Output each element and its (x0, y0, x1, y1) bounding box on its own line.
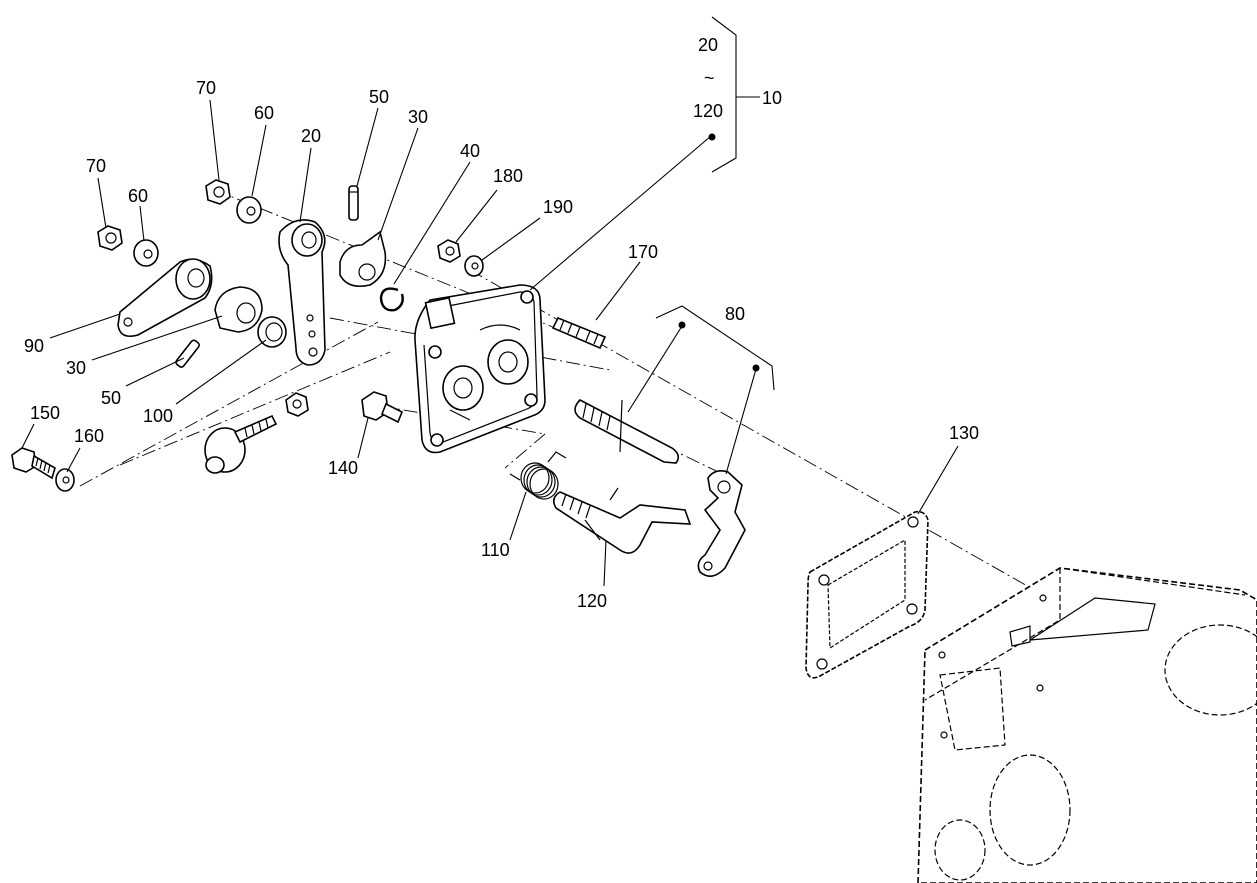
nut-180 (437, 239, 461, 263)
bracket-80 (655, 305, 775, 391)
label-bolt-150: 150 (30, 403, 60, 423)
nut-center (285, 392, 309, 417)
label-assembly: 10 (762, 88, 782, 108)
label-range-bottom: 120 (693, 101, 723, 121)
nut-70-upper (205, 179, 231, 205)
label-lever-90: 90 (24, 336, 44, 356)
label-snap-ring-40: 40 (460, 141, 480, 161)
washer-190 (464, 255, 484, 277)
label-shaft-120: 120 (577, 591, 607, 611)
shaft-120 (552, 487, 692, 554)
label-range-tilde: ~ (704, 68, 715, 88)
label-pin-50-upper: 50 (369, 87, 389, 107)
stop-screw (204, 414, 278, 474)
lever-90 (117, 258, 213, 338)
pin-50-upper (348, 185, 359, 221)
spring-110 (509, 451, 567, 500)
label-washer-160: 160 (74, 426, 104, 446)
engine-block (917, 567, 1257, 883)
label-lever-20: 20 (301, 126, 321, 146)
label-nut-70-left: 70 (86, 156, 106, 176)
shaft-upper (574, 399, 680, 464)
label-washer-60-upper: 60 (254, 103, 274, 123)
label-gasket-130: 130 (949, 423, 979, 443)
bracket-10 (711, 16, 760, 173)
cam-30-upper (339, 230, 387, 288)
dot-marker (708, 133, 716, 141)
label-stud-170: 170 (628, 242, 658, 262)
bolt-150 (11, 447, 56, 480)
dot-marker (678, 321, 686, 329)
leader-lines (21, 99, 959, 587)
label-spring-110: 110 (481, 540, 510, 560)
label-nut-70-upper: 70 (196, 78, 216, 98)
cover-housing (414, 284, 546, 454)
link-plate (697, 470, 746, 577)
label-pin-50-lower: 50 (101, 388, 121, 408)
label-washer-190: 190 (543, 197, 573, 217)
gasket-130 (805, 510, 929, 679)
washer-60-left (133, 239, 159, 267)
callout-labels: 20 ~ 120 10 70 60 70 60 20 50 30 40 180 … (24, 35, 979, 611)
snap-ring-40 (379, 287, 404, 312)
label-range-top: 20 (698, 35, 718, 55)
label-fitting-140: 140 (328, 458, 358, 478)
label-kit-80: 80 (725, 304, 745, 324)
seal-100 (257, 316, 287, 348)
label-washer-60-left: 60 (128, 186, 148, 206)
stud-170 (551, 316, 607, 350)
dot-marker (752, 364, 760, 372)
pin-50-lower (175, 339, 200, 368)
washer-60-upper (236, 196, 262, 224)
label-cam-30-lower: 30 (66, 358, 86, 378)
nut-70-left (97, 225, 123, 251)
lever-20 (278, 219, 326, 366)
fitting-140 (361, 391, 404, 424)
cam-30-lower (214, 286, 263, 333)
label-nut-180: 180 (493, 166, 523, 186)
label-seal-100: 100 (143, 406, 173, 426)
washer-160 (55, 468, 75, 492)
label-cam-30-upper: 30 (408, 107, 428, 127)
